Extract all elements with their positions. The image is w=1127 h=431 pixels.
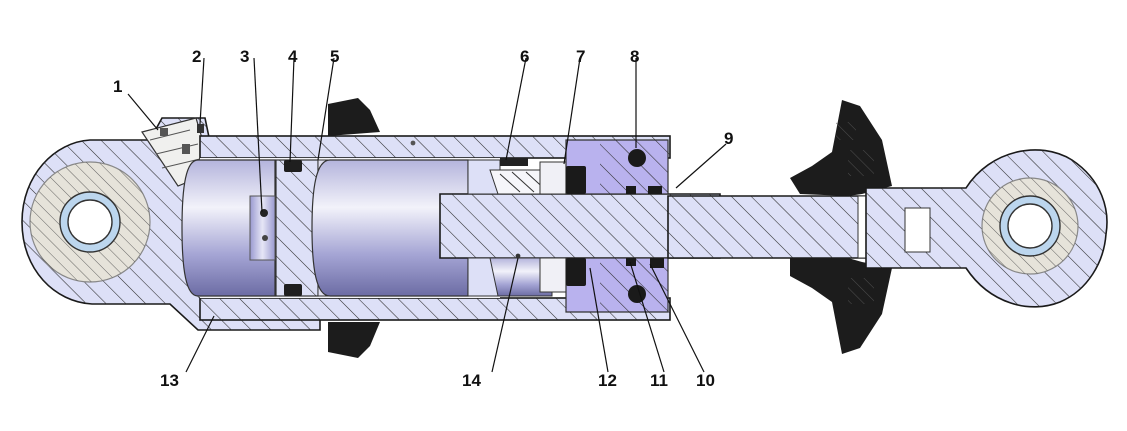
rod-end-trunnion bbox=[790, 100, 892, 354]
label-13: 13 bbox=[160, 371, 179, 390]
label-3: 3 bbox=[240, 47, 249, 66]
gland-head bbox=[565, 139, 669, 313]
callout-labels: 1 2 3 4 5 6 7 8 9 10 11 12 13 14 bbox=[113, 47, 733, 390]
label-8: 8 bbox=[630, 47, 639, 66]
label-7: 7 bbox=[576, 47, 585, 66]
gland-seals bbox=[566, 149, 664, 303]
rod-guide-spring bbox=[489, 158, 567, 297]
port-plug bbox=[197, 124, 204, 133]
piston-rod-inner bbox=[439, 159, 721, 297]
trunnion-mounts bbox=[328, 98, 380, 358]
label-1: 1 bbox=[113, 77, 122, 96]
label-12: 12 bbox=[598, 371, 617, 390]
piston-body bbox=[311, 140, 469, 297]
label-10: 10 bbox=[696, 371, 715, 390]
end-cap-plug bbox=[181, 159, 276, 297]
label-14: 14 bbox=[462, 371, 481, 390]
label-4: 4 bbox=[288, 47, 298, 66]
right-clevis-eye bbox=[865, 149, 1108, 308]
label-9: 9 bbox=[724, 129, 733, 148]
label-6: 6 bbox=[520, 47, 529, 66]
label-2: 2 bbox=[192, 47, 201, 66]
leader-lines bbox=[127, 57, 727, 373]
label-11: 11 bbox=[650, 371, 668, 390]
label-5: 5 bbox=[330, 47, 339, 66]
